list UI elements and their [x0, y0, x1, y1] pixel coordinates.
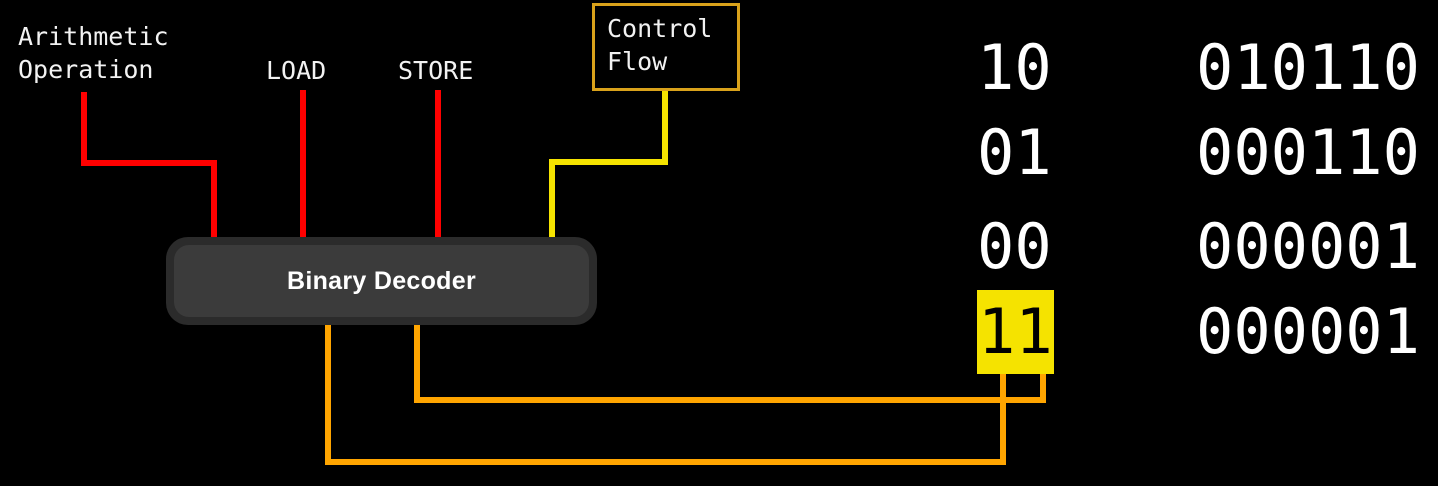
truth-table-output: 000001	[1196, 210, 1420, 283]
control-flow-box: Control Flow	[592, 3, 740, 91]
truth-table-output: 000110	[1196, 116, 1420, 189]
truth-table-output: 010110	[1196, 31, 1420, 104]
truth-table-input: 00	[977, 210, 1052, 283]
truth-table-input: 10	[977, 31, 1052, 104]
wire-feedback-inner	[414, 322, 1046, 403]
wire-feedback-outer	[325, 322, 1006, 465]
wire-control-flow	[549, 91, 668, 240]
truth-table-row-highlighted: 11 000001	[0, 290, 1438, 374]
binary-decoder-label: Binary Decoder	[287, 266, 476, 295]
truth-table-output: 000001	[1196, 295, 1420, 368]
input-label-arithmetic-operation: Arithmetic Operation	[18, 22, 169, 84]
wire-arithmetic-operation	[81, 92, 217, 240]
truth-table-input-highlighted: 11	[977, 290, 1054, 374]
truth-table-input: 01	[977, 116, 1052, 189]
binary-decoder-node: Binary Decoder	[166, 237, 597, 325]
control-flow-label: Control Flow	[607, 14, 713, 76]
input-label-store: STORE	[398, 56, 474, 85]
truth-table-row: 00 000001	[0, 205, 1438, 289]
binary-decoder-inner: Binary Decoder	[174, 245, 589, 317]
truth-table-row: 10 010110	[0, 26, 1438, 110]
truth-table-row: 01 000110	[0, 111, 1438, 195]
input-label-load: LOAD	[266, 56, 327, 85]
